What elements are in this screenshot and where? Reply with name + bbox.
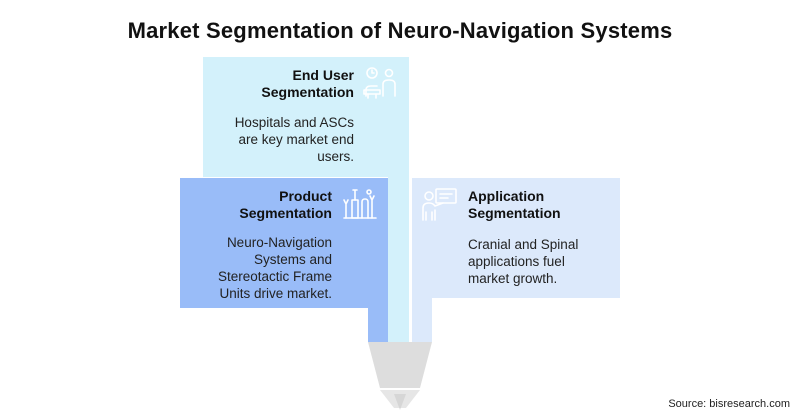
product-heading: Product Segmentation: [239, 188, 332, 221]
diagram-title: Market Segmentation of Neuro-Navigation …: [127, 18, 673, 43]
funnel-shape: [360, 342, 440, 412]
doctor-consultation-icon: [362, 66, 400, 102]
presenter-icon: [420, 186, 460, 224]
application-heading: Application Segmentation: [468, 188, 561, 221]
lab-instruments-icon: [341, 186, 379, 222]
application-text: Cranial and Spinal applications fuel mar…: [468, 237, 579, 286]
application-segment-stem: [412, 290, 432, 342]
end-user-text: Hospitals and ASCs are key market end us…: [234, 115, 354, 164]
product-text: Neuro-Navigation Systems and Stereotacti…: [217, 235, 332, 301]
end-user-segment-stem: [388, 170, 409, 342]
end-user-heading: End User Segmentation: [261, 67, 354, 100]
source-note: Source: bisresearch.com: [668, 398, 790, 410]
product-segment-stem: [368, 300, 388, 342]
